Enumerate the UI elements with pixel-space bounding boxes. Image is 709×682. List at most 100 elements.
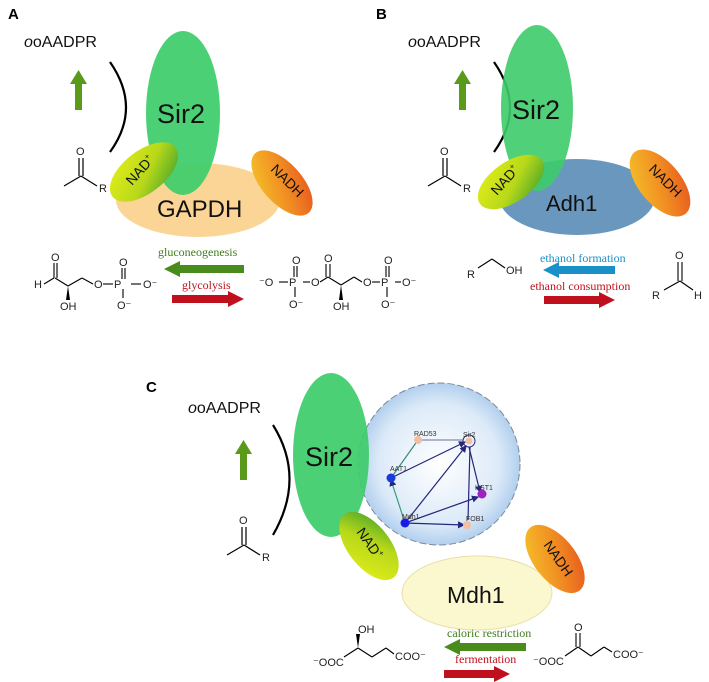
panel-a-g3p-ominus1: O⁻ <box>117 300 132 312</box>
panel-b-ethanol-r: R <box>467 269 475 281</box>
panel-c-node-label-rad53: RAD53 <box>414 431 437 438</box>
panel-b-adh1-label: Adh1 <box>546 191 597 216</box>
panel-b-aldehyde-r: R <box>652 290 660 302</box>
panel-c-up-arrow <box>235 440 252 480</box>
panel-a-bpg-ominus2: O⁻ <box>289 299 304 311</box>
panel-b-nadh-ellipse <box>629 149 691 217</box>
panel-a-bpg-ominus4: O⁻ <box>402 277 417 289</box>
panel-b-ethanol-formation-arrow <box>543 262 615 278</box>
panel-c-node-fob1 <box>463 521 471 529</box>
panel-a-nadh-ellipse <box>251 150 313 216</box>
panel-c-mdh1-label: Mdh1 <box>447 582 505 608</box>
panel-a-glycolysis-label: glycolysis <box>182 278 231 292</box>
panel-c-network-edges <box>389 439 483 529</box>
panel-a-oaadpr-label: ooAADPR <box>24 34 97 51</box>
panel-a-nad-sup: + <box>142 152 152 162</box>
panel-c-malate-oh: OH <box>358 624 375 636</box>
panel-a-g3p-p: P <box>114 279 121 291</box>
panel-c-oxaloacetate-ooc: ⁻OOC <box>533 656 564 668</box>
panel-a-acyl-substrate <box>63 158 98 187</box>
panel-b-ethanol-consumption-arrow <box>544 292 615 308</box>
panel-a-g3p-h: H <box>34 279 42 291</box>
panel-c-node-sir2 <box>465 437 473 445</box>
panel-a-glycolysis-arrow <box>172 291 244 307</box>
panel-a-g3p-wedge <box>66 286 70 300</box>
panel-c-node-label-hst1: HST1 <box>475 485 493 492</box>
panel-a-bpg-o2: O <box>311 277 320 289</box>
panel-a-g3p-o1: O <box>51 252 60 264</box>
panel-a-bpg-p1: P <box>289 277 296 289</box>
panel-c-fermentation-arrow <box>444 666 510 682</box>
panel-c-acyl-substrate <box>226 527 261 556</box>
panel-c-letter: C <box>146 379 157 396</box>
panel-b-acyl-o: O <box>440 146 449 158</box>
panel-a-g3p-ominus2: O⁻ <box>143 279 158 291</box>
panel-a-g3p-o3: O <box>119 257 128 269</box>
panel-a-g3p-oh: OH <box>60 301 77 313</box>
panel-a-bpg-o4: O <box>363 277 372 289</box>
panel-a-g3p-structure <box>43 263 141 298</box>
panel-c-network-circle <box>357 382 521 546</box>
panel-a-oaadpr-text: oAADPR <box>33 34 97 51</box>
panel-c-caloric-restriction-label: caloric restriction <box>447 626 531 640</box>
panel-b-up-arrow <box>454 70 471 110</box>
panel-c-node-rad53 <box>414 436 422 444</box>
panel-c-mdh1-enzyme <box>401 555 553 631</box>
panel-c-oaadpr-text: oAADPR <box>197 400 261 417</box>
panel-c-oaadpr-label: ooAADPR <box>188 400 261 417</box>
panel-c-caloric-restriction-arrow <box>444 639 526 655</box>
panel-c-sir2-label: Sir2 <box>305 442 353 472</box>
panel-a-gapdh-label: GAPDH <box>157 196 242 223</box>
panel-b-nad-ellipse <box>477 154 545 210</box>
panel-b: B ooAADPR O R Sir2 Adh1 NAD+ NADH R OH <box>376 6 702 308</box>
panel-a-acyl-o: O <box>76 146 85 158</box>
panel-a-bpg-o1: O <box>292 255 301 267</box>
panel-b-ethanol-structure <box>477 258 506 269</box>
panel-c-malate-ooc: ⁻OOC <box>313 657 344 669</box>
panel-c-nad-sup: + <box>376 549 386 558</box>
panel-b-acyl-substrate <box>427 158 462 187</box>
panel-b-sir2-label: Sir2 <box>512 95 560 125</box>
panel-b-nad-sup: + <box>507 162 517 172</box>
panel-c-network-sir2-ring <box>462 434 476 448</box>
panel-c-node-label-sir2: Sir2 <box>463 432 476 439</box>
panel-a-nad-ellipse <box>109 142 179 202</box>
panel-b-aldehyde-structure <box>663 262 694 291</box>
panel-c-node-label-aat1: AAT1 <box>390 466 407 473</box>
panel-a-bpg-ominus3: O⁻ <box>381 299 396 311</box>
panel-c-oxaloacetate-structure <box>564 633 613 657</box>
panel-c-oxaloacetate-coo: COO⁻ <box>613 649 644 661</box>
panel-c-sir2-enzyme <box>293 373 369 537</box>
panel-b-aldehyde-h: H <box>694 290 702 302</box>
panel-c-node-label-fob1: FOB1 <box>466 516 484 523</box>
panel-c-nadh-ellipse <box>525 524 585 594</box>
panel-a-g3p-o2: O <box>94 279 103 291</box>
panel-a-bpg-ominus1: ⁻O <box>259 277 274 289</box>
panel-b-acyl-r: R <box>463 183 471 195</box>
panel-c-node-mdh1 <box>400 518 410 528</box>
panel-a-letter: A <box>8 6 19 23</box>
panel-a-up-arrow <box>70 70 87 110</box>
panel-c: C ooAADPR O R <box>146 373 644 682</box>
panel-b-sir2-enzyme <box>501 25 573 191</box>
panel-a-acyl-r: R <box>99 183 107 195</box>
panel-c-malate-structure <box>343 647 395 658</box>
panel-a-bpg-oh: OH <box>333 301 350 313</box>
panel-a-sir2-label: Sir2 <box>157 99 205 129</box>
panel-b-oaadpr-text: oAADPR <box>417 34 481 51</box>
panel-c-node-hst1 <box>477 489 487 499</box>
panel-a-bpg-p2: P <box>381 277 388 289</box>
panel-c-oxaloacetate-o: O <box>574 622 583 634</box>
panel-b-ethanol-formation-label: ethanol formation <box>540 251 626 265</box>
panel-c-node-label-mdh1: Mdh1 <box>402 514 420 521</box>
panel-a-gluconeogenesis-arrow <box>164 261 244 277</box>
panel-b-oaadpr-label: ooAADPR <box>408 34 481 51</box>
panel-c-node-aat1 <box>386 473 396 483</box>
panel-c-acyl-r: R <box>262 552 270 564</box>
panel-a-bpg-o3: O <box>324 253 333 265</box>
panel-b-ethanol-consumption-label: ethanol consumption <box>530 279 630 293</box>
panel-c-nad-ellipse <box>339 511 399 581</box>
panel-b-letter: B <box>376 6 387 23</box>
panel-c-acyl-o: O <box>239 515 248 527</box>
